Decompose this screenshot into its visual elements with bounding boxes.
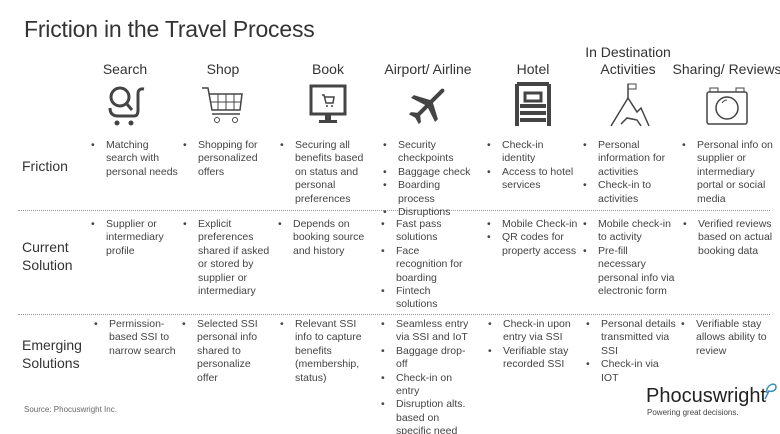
bullet-item: Relevant SSI info to capture benefits (m… — [280, 318, 372, 385]
bullet-item: Check-in on entry — [381, 372, 473, 399]
bullet-item: Baggage drop-off — [381, 345, 473, 372]
bullet-item: Mobile check-in to activity — [583, 218, 675, 245]
bullet-item: Verifiable stay recorded SSI — [488, 345, 580, 372]
bullet-item: Check-in identity — [487, 139, 579, 166]
bullet-item: Check-in upon entry via SSI — [488, 318, 580, 345]
mountain-flag-icon — [603, 80, 653, 130]
bullet-item: Personal details transmitted via SSI — [586, 318, 678, 358]
table-cell: Fast pass solutionsFace recognition for … — [381, 218, 473, 312]
table-cell: Supplier or intermediary profile — [91, 218, 183, 258]
bullet-item: Check-in via IOT — [586, 358, 678, 385]
bullet-item: Explicit preferences shared if asked or … — [183, 218, 275, 298]
column-header: Sharing/ Reviews — [672, 61, 780, 77]
row-label: Friction — [22, 158, 68, 174]
table-cell: Depends on booking source and history — [278, 218, 370, 258]
bullet-item: Supplier or intermediary profile — [91, 218, 183, 258]
bullet-item: Mobile Check-in — [487, 218, 579, 232]
camera-icon — [702, 80, 752, 130]
slide-title: Friction in the Travel Process — [24, 16, 315, 42]
column-header: Shop — [206, 61, 240, 77]
bullet-item: Baggage check — [383, 166, 475, 180]
bullet-item: Matching search with personal needs — [91, 139, 183, 179]
table-cell: Seamless entry via SSI and IoTBaggage dr… — [381, 318, 473, 434]
bullet-item: Fast pass solutions — [381, 218, 473, 245]
column-header: Airport/ Airline — [384, 61, 472, 77]
bullet-item: Selected SSI personal info shared to per… — [182, 318, 274, 385]
table-cell: Personal information for activitiesCheck… — [583, 139, 675, 206]
logo-tagline: Powering great decisions. — [647, 408, 739, 417]
table-cell: Relevant SSI info to capture benefits (m… — [280, 318, 372, 385]
row-label: Emerging Solutions — [22, 337, 82, 371]
bed-icon — [508, 80, 558, 130]
bullet-item: Fintech solutions — [381, 285, 473, 312]
airplane-icon — [403, 80, 453, 130]
bullet-item: Shopping for personalized offers — [183, 139, 275, 179]
table-cell: Personal details transmitted via SSIChec… — [586, 318, 678, 385]
bullet-item: Disruption alts. based on specific need — [381, 398, 473, 434]
table-cell: Check-in identityAccess to hotel service… — [487, 139, 579, 193]
bullet-item: Seamless entry via SSI and IoT — [381, 318, 473, 345]
bullet-item: Depends on booking source and history — [278, 218, 370, 258]
table-cell: Security checkpointsBaggage checkBoardin… — [383, 139, 475, 220]
table-cell: Check-in upon entry via SSIVerifiable st… — [488, 318, 580, 372]
column-header: Book — [312, 61, 344, 77]
bullet-item: Verifiable stay allows ability to review — [681, 318, 773, 358]
column-header: Search — [102, 61, 148, 77]
table-cell: Shopping for personalized offers — [183, 139, 275, 179]
bullet-item: Securing all benefits based on status an… — [280, 139, 372, 206]
column-header: In Destination Activities — [585, 44, 671, 77]
table-cell: Matching search with personal needs — [91, 139, 183, 179]
table-cell: Verified reviews based on actual booking… — [683, 218, 775, 258]
table-cell: Permission-based SSI to narrow search — [94, 318, 186, 358]
search-cart-icon — [100, 80, 150, 130]
source-note: Source: Phocuswright Inc. — [24, 405, 117, 414]
table-cell: Verifiable stay allows ability to review — [681, 318, 773, 358]
column-header: Hotel — [516, 61, 550, 77]
bullet-item: Check-in to activities — [583, 179, 675, 206]
bullet-item: Permission-based SSI to narrow search — [94, 318, 186, 358]
bullet-item: Personal information for activities — [583, 139, 675, 179]
table-cell: Securing all benefits based on status an… — [280, 139, 372, 206]
table-cell: Explicit preferences shared if asked or … — [183, 218, 275, 298]
bullet-item: Personal info on supplier or intermediar… — [682, 139, 774, 206]
phocuswright-logo: Phocuswright — [646, 383, 777, 408]
shopping-cart-icon — [198, 80, 248, 130]
bullet-item: Disruptions — [383, 206, 475, 220]
table-cell: Mobile check-in to activityPre-fill nece… — [583, 218, 675, 298]
table-cell: Personal info on supplier or intermediar… — [682, 139, 774, 206]
bullet-item: Face recognition for boarding — [381, 245, 473, 285]
row-divider — [18, 314, 770, 315]
bullet-item: Access to hotel services — [487, 166, 579, 193]
bullet-item: Boarding process — [383, 179, 475, 206]
bullet-item: Verified reviews based on actual booking… — [683, 218, 775, 258]
bullet-item: Security checkpoints — [383, 139, 475, 166]
bullet-item: Pre-fill necessary personal info via ele… — [583, 245, 675, 299]
bullet-item: QR codes for property access — [487, 231, 579, 258]
row-label: Current Solution — [22, 239, 73, 273]
monitor-cart-icon — [303, 80, 353, 130]
table-cell: Mobile Check-inQR codes for property acc… — [487, 218, 579, 258]
table-cell: Selected SSI personal info shared to per… — [182, 318, 274, 385]
